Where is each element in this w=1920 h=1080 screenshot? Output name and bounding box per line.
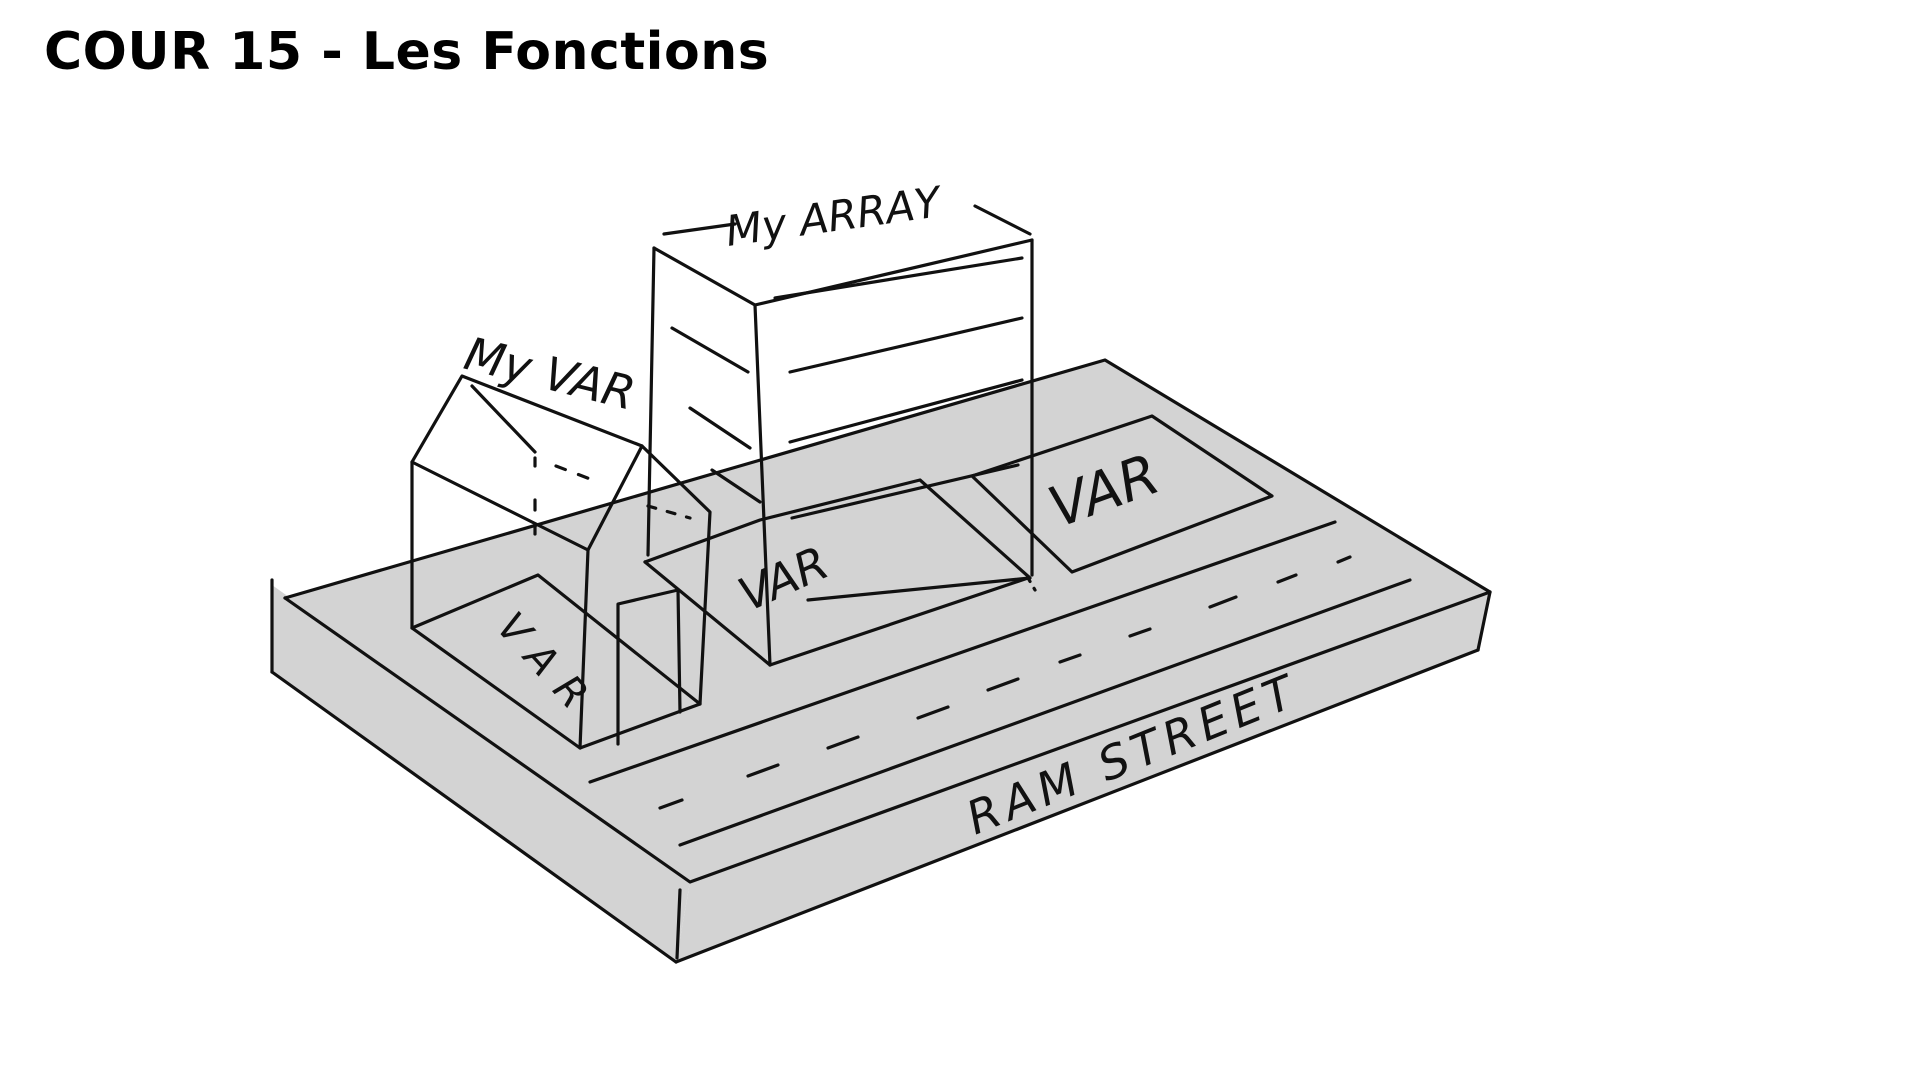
ground-slab [272, 360, 1490, 962]
road-edge-bottom [678, 578, 1412, 847]
house-name-label: My VAR [459, 326, 640, 420]
house-my-var [410, 374, 712, 750]
building-name-label: My ARRAY [723, 177, 947, 256]
road-edge-top [588, 520, 1337, 784]
ground-outline [270, 358, 1492, 964]
ground-right-face [676, 592, 1490, 962]
slide-title: COUR 15 - Les Fonctions [44, 22, 770, 82]
lot-var [970, 414, 1274, 574]
building-my-array [643, 204, 1037, 667]
road [588, 520, 1412, 847]
road-center-dashes [658, 555, 1352, 810]
ground-top-surface [285, 360, 1490, 882]
ground-front-face [272, 585, 690, 962]
